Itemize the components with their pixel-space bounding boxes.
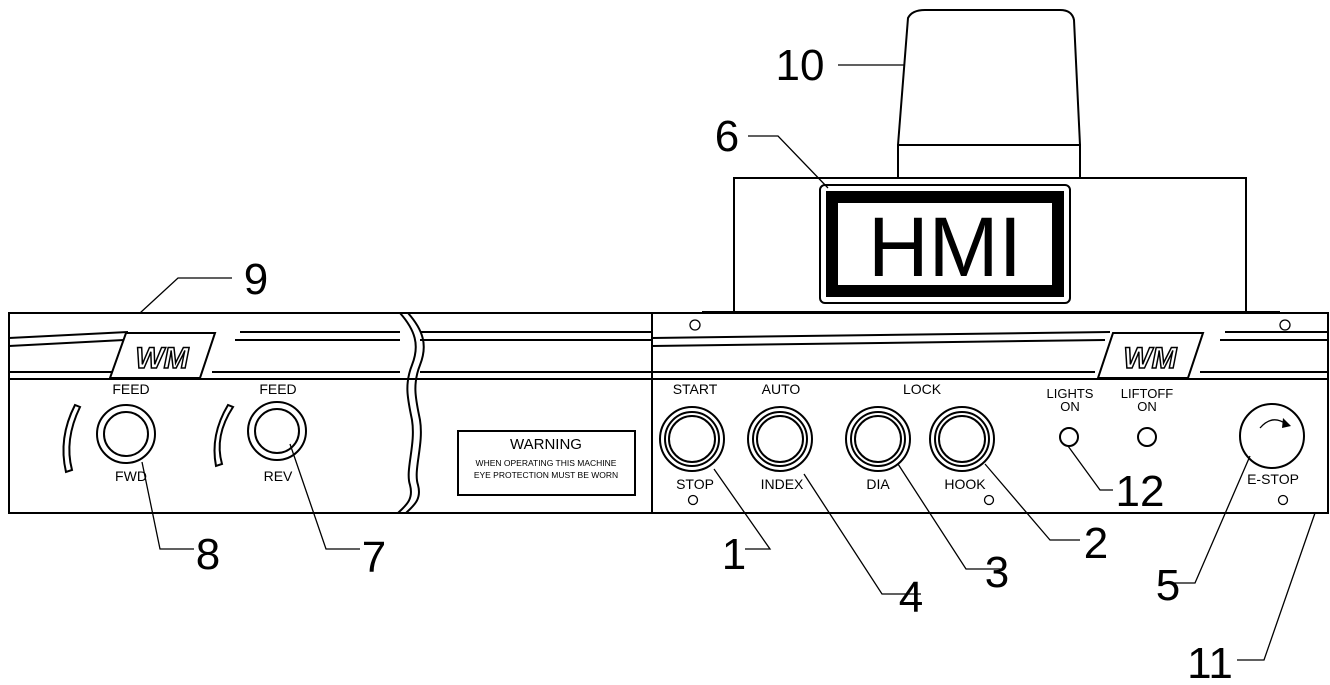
lights-label-line1: LIGHTS [1047, 386, 1094, 401]
feed-fwd-control[interactable]: FEED FWD [62, 381, 156, 484]
beacon-light [897, 9, 1081, 179]
auto-index-button[interactable]: AUTO INDEX [747, 381, 813, 492]
lights-label-line2: ON [1060, 399, 1080, 414]
dia-label: DIA [866, 476, 890, 492]
callout-9: 9 [244, 255, 268, 304]
hmi-label: HMI [868, 200, 1022, 294]
wm-logo-left: WM [108, 332, 217, 379]
lock-dia-button[interactable]: DIA [845, 406, 911, 492]
liftoff-on-indicator: LIFTOFF ON [1121, 386, 1174, 447]
callout-numbers: 10 6 9 8 7 1 4 3 2 12 5 11 [196, 41, 1233, 685]
callout-6: 6 [715, 112, 739, 161]
callout-7: 7 [362, 533, 386, 582]
stop-label: STOP [676, 476, 714, 492]
feed-rev-control[interactable]: FEED REV [213, 381, 307, 484]
auto-label: AUTO [762, 381, 801, 397]
hmi-screen[interactable]: HMI [819, 184, 1071, 304]
start-stop-button[interactable]: START STOP [659, 381, 725, 492]
liftoff-label-line2: ON [1137, 399, 1157, 414]
feed-rev-bottom-label: REV [264, 468, 293, 484]
hook-label: HOOK [944, 476, 986, 492]
liftoff-label-line1: LIFTOFF [1121, 386, 1174, 401]
callout-12: 12 [1116, 467, 1165, 516]
callout-8: 8 [196, 530, 220, 579]
callout-leaders [139, 64, 1316, 661]
callout-2: 2 [1084, 519, 1108, 568]
feed-fwd-bottom-label: FWD [115, 468, 147, 484]
start-label: START [673, 381, 718, 397]
callout-11: 11 [1187, 639, 1233, 685]
feed-rev-top-label: FEED [259, 381, 296, 397]
warning-line2: EYE PROTECTION MUST BE WORN [474, 470, 618, 480]
callout-5: 5 [1156, 561, 1180, 610]
warning-line1: WHEN OPERATING THIS MACHINE [476, 458, 617, 468]
callout-3: 3 [985, 548, 1009, 597]
warning-label: WARNING WHEN OPERATING THIS MACHINE EYE … [457, 430, 636, 496]
e-stop-label: E-STOP [1247, 471, 1299, 487]
feed-fwd-top-label: FEED [112, 381, 149, 397]
e-stop-button[interactable]: E-STOP [1239, 403, 1305, 487]
lock-label: LOCK [903, 381, 942, 397]
callout-4: 4 [899, 573, 923, 622]
callout-10: 10 [776, 41, 825, 90]
rotate-arrow-icon [1259, 419, 1287, 429]
warning-title: WARNING [510, 436, 582, 453]
logo-text-right: WM [1123, 342, 1177, 375]
logo-text-left: WM [135, 342, 189, 375]
lights-on-indicator: LIGHTS ON [1047, 386, 1094, 447]
panel-screws [687, 319, 1291, 506]
lock-hook-button[interactable]: HOOK [929, 406, 995, 492]
callout-1: 1 [722, 530, 746, 579]
control-panel-body [8, 312, 1329, 514]
wm-logo-right: WM [1096, 332, 1205, 379]
index-label: INDEX [761, 476, 804, 492]
